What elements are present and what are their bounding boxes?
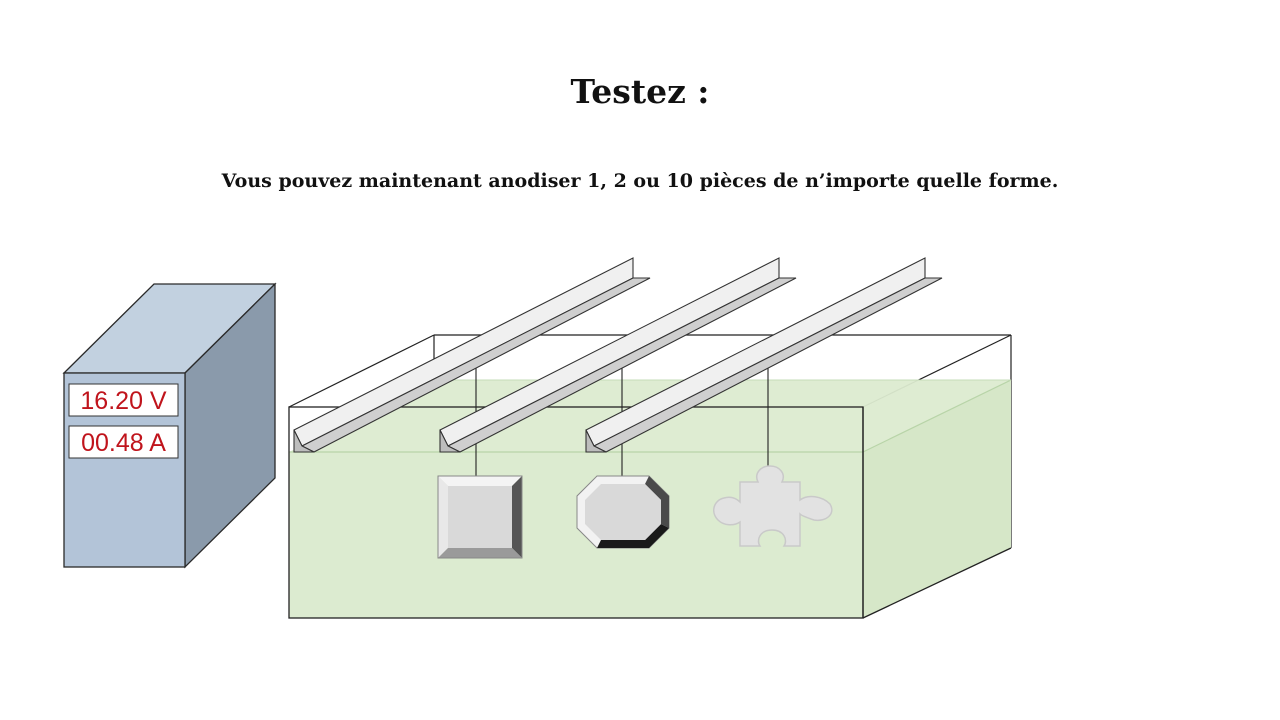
- voltage-display: 16.20 V: [80, 387, 167, 415]
- octagon-icon: [576, 475, 670, 549]
- liquid-side: [863, 380, 1011, 618]
- power-supply: 16.20 V 00.48 A: [62, 282, 277, 569]
- square-icon: [437, 475, 523, 559]
- angle-bar: [439, 257, 797, 453]
- current-display-box: [68, 425, 179, 459]
- angle-bar: [585, 257, 943, 453]
- puzzle-piece-icon: [713, 465, 833, 547]
- tank-front: [288, 406, 1012, 619]
- voltage-display-box: [68, 383, 179, 417]
- page-subtitle: Vous pouvez maintenant anodiser 1, 2 ou …: [221, 170, 1059, 192]
- page-title: Testez :: [570, 72, 710, 111]
- current-display: 00.48 A: [81, 429, 166, 457]
- angle-bar: [293, 257, 651, 453]
- liquid-front: [289, 452, 863, 618]
- suspended-parts: [437, 368, 833, 559]
